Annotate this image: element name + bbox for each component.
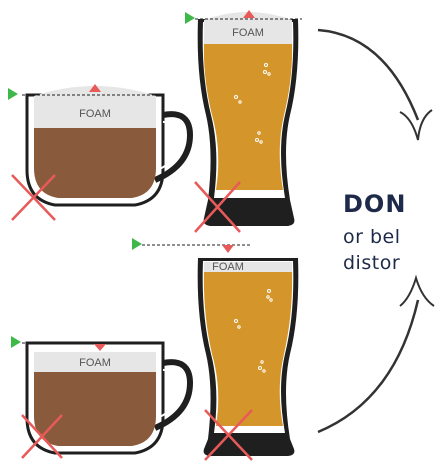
curved-arrow-icon — [318, 30, 432, 140]
play-triangle-icon — [185, 12, 195, 24]
curved-arrow-icon — [318, 278, 434, 432]
glass-top: FOAM — [185, 10, 302, 232]
foam-label: FOAM — [212, 261, 244, 273]
foam-label: FOAM — [232, 27, 264, 39]
play-triangle-icon — [132, 238, 142, 250]
cup-top-left: FOAM — [8, 84, 190, 220]
cup-bottom-left: FOAM — [11, 336, 190, 458]
play-triangle-icon — [8, 88, 18, 100]
arrow-down-icon — [222, 245, 234, 253]
heading-text: DON — [343, 190, 406, 218]
foam-label: FOAM — [79, 108, 111, 120]
body-text-line-2: distor — [343, 252, 400, 274]
play-triangle-icon — [11, 336, 21, 348]
foam-label: FOAM — [79, 357, 111, 369]
body-text-line-1: or bel — [343, 226, 401, 248]
